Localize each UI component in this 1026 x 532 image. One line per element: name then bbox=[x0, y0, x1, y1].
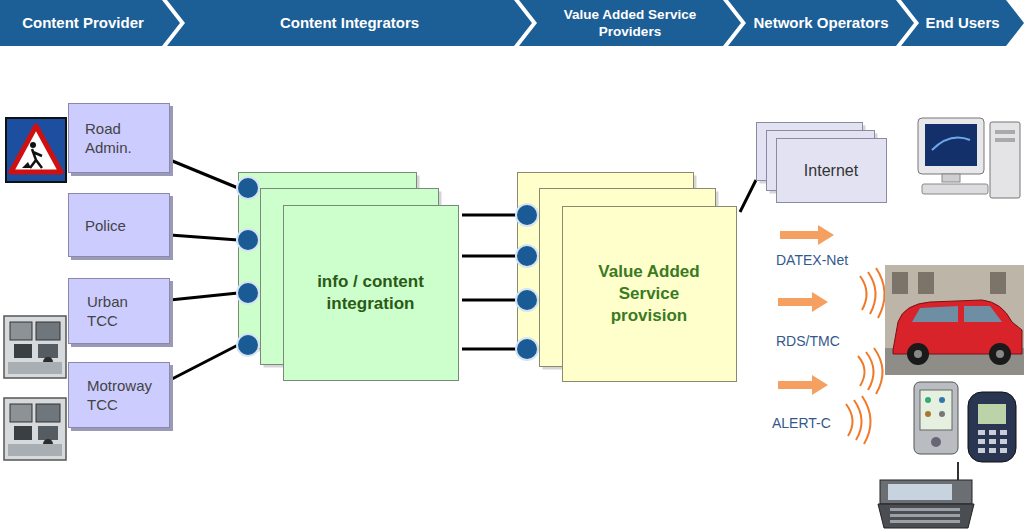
node-text: Network Operators bbox=[753, 14, 888, 32]
radio-wave bbox=[846, 268, 885, 444]
connector-line bbox=[462, 299, 517, 302]
port-dot bbox=[237, 177, 259, 199]
connector-line bbox=[170, 293, 238, 300]
connector-line bbox=[170, 235, 238, 240]
chevron-fill bbox=[901, 0, 1024, 46]
connector-line bbox=[170, 345, 238, 380]
channel-label: RDS/TMC bbox=[776, 333, 840, 349]
stacked-box: Internet bbox=[756, 122, 890, 206]
node-text: Content Integrators bbox=[280, 14, 419, 32]
node-text: Internet bbox=[804, 160, 858, 181]
stack-layer bbox=[284, 206, 459, 381]
banner-chevron: Network Operators bbox=[728, 0, 914, 46]
text-holder: Urban TCC bbox=[87, 279, 155, 343]
text-holder: Content Provider bbox=[6, 0, 160, 46]
node-text: Road Admin. bbox=[85, 119, 153, 157]
node-text: Value Added Service Providers bbox=[539, 6, 721, 40]
source-box: Motroway TCC bbox=[68, 362, 170, 428]
node-text: Urban TCC bbox=[87, 292, 155, 330]
operator-photo bbox=[4, 316, 66, 378]
channel-label: DATEX-Net bbox=[776, 252, 848, 268]
text-holder: Police bbox=[85, 194, 153, 256]
channel-label: ALERT-C bbox=[772, 415, 831, 431]
node-text: info / content integration bbox=[301, 271, 441, 315]
laptop-icon bbox=[878, 462, 974, 528]
text-holder: Road Admin. bbox=[85, 104, 153, 172]
port-dot bbox=[237, 229, 259, 251]
node-text: Value Added Service provision bbox=[584, 261, 714, 327]
chevron-shape bbox=[519, 0, 741, 46]
text-holder: Value Added Service provision bbox=[562, 206, 736, 381]
connector-line bbox=[462, 214, 517, 217]
port-dot bbox=[516, 289, 538, 311]
stack-layer bbox=[563, 207, 737, 382]
road-sign-icon bbox=[6, 118, 66, 182]
port-dot bbox=[237, 334, 259, 356]
chevron-fill bbox=[0, 0, 180, 46]
node-text: Content Provider bbox=[22, 14, 144, 32]
connector-line bbox=[462, 348, 517, 351]
node-text: Motroway TCC bbox=[87, 376, 157, 414]
banner-chevron: End Users bbox=[901, 0, 1024, 46]
text-holder: info / content integration bbox=[283, 205, 458, 380]
transmission-arrow bbox=[778, 225, 834, 395]
connector-line bbox=[740, 180, 756, 212]
chevron-fill bbox=[167, 0, 532, 46]
car-photo bbox=[885, 265, 1024, 375]
stack-layer bbox=[777, 139, 887, 203]
chevron-fill bbox=[728, 0, 914, 46]
text-holder: Motroway TCC bbox=[87, 363, 157, 427]
source-box: Road Admin. bbox=[68, 103, 170, 173]
stacked-box: info / content integration bbox=[238, 172, 462, 384]
text-holder: Network Operators bbox=[748, 0, 894, 46]
node-text: End Users bbox=[925, 14, 999, 32]
computer-icon bbox=[918, 118, 1020, 198]
banner-chevron: Content Integrators bbox=[167, 0, 532, 46]
source-box: Urban TCC bbox=[68, 278, 170, 344]
phone-icon bbox=[968, 392, 1016, 462]
port-dot bbox=[516, 338, 538, 360]
text-holder: Content Integrators bbox=[187, 0, 512, 46]
stacked-box: Value Added Service provision bbox=[517, 172, 740, 385]
operator-photo bbox=[4, 398, 66, 460]
source-box: Police bbox=[68, 193, 170, 257]
text-holder: Internet bbox=[776, 138, 886, 202]
port-dot bbox=[516, 245, 538, 267]
port-dot bbox=[516, 204, 538, 226]
banner-chevron: Content Provider bbox=[0, 0, 180, 46]
pda-icon bbox=[914, 382, 958, 454]
port-dot bbox=[237, 282, 259, 304]
connector-line bbox=[462, 255, 517, 258]
text-holder: Value Added Service Providers bbox=[539, 0, 721, 46]
chevron-fill bbox=[519, 0, 741, 46]
node-text: Police bbox=[85, 216, 126, 235]
banner-chevron: Value Added Service Providers bbox=[519, 0, 741, 46]
connector-line bbox=[170, 160, 238, 188]
text-holder: End Users bbox=[921, 0, 1004, 46]
